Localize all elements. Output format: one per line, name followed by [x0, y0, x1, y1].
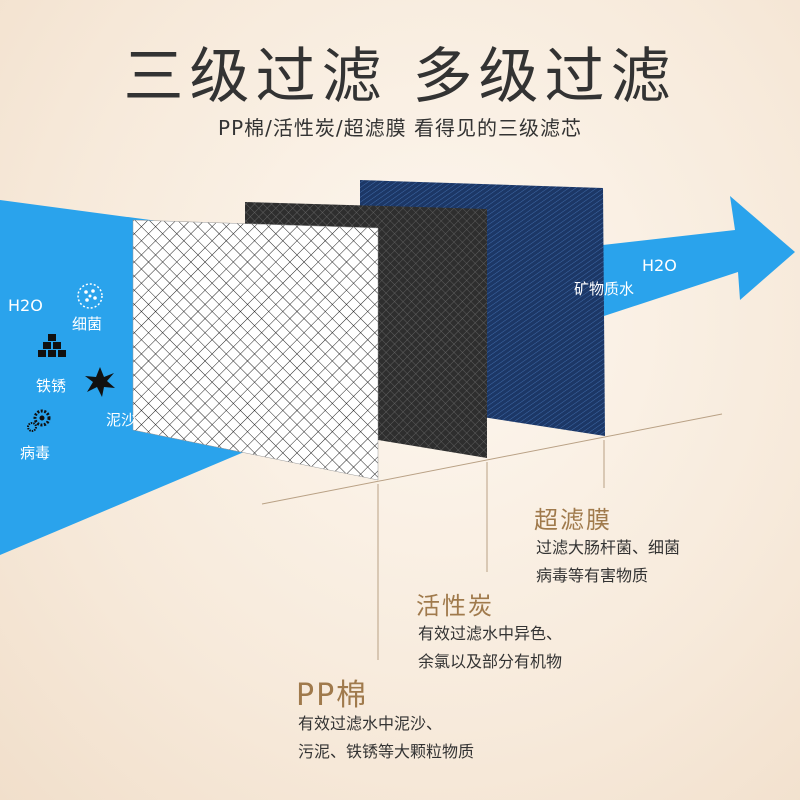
pp-desc-line2: 污泥、铁锈等大颗粒物质	[298, 742, 475, 761]
pp-desc-line1: 有效过滤水中泥沙、	[298, 714, 443, 733]
carbon-desc-line2: 余氯以及部分有机物	[418, 652, 563, 671]
pp-heading: PP棉	[296, 678, 369, 713]
rust-icon	[38, 334, 66, 357]
carbon-heading: 活性炭	[416, 592, 494, 620]
carbon-desc-line1: 有效过滤水中异色、	[418, 624, 563, 643]
outflow-h2o-label: H2O	[642, 256, 677, 275]
outflow-mineral-label: 矿物质水	[574, 280, 635, 298]
inflow-item-bacteria: 细菌	[72, 315, 103, 333]
pp-layer	[132, 219, 379, 481]
page-title: 三级过滤 多级过滤	[123, 42, 677, 112]
membrane-heading: 超滤膜	[534, 506, 612, 534]
inflow-item-rust: 铁锈	[36, 377, 67, 395]
bacteria-icon	[77, 283, 103, 309]
base-line	[261, 413, 723, 505]
page-subtitle: PP棉/活性炭/超滤膜 看得见的三级滤芯	[218, 116, 582, 140]
sand-icon	[85, 367, 115, 397]
virus-icon	[27, 409, 51, 432]
inflow-item-sand: 泥沙	[106, 411, 137, 429]
inflow-h2o-label: H2O	[8, 296, 43, 315]
inflow-item-virus: 病毒	[20, 444, 51, 462]
membrane-desc-line1: 过滤大肠杆菌、细菌	[536, 538, 681, 557]
membrane-desc-line2: 病毒等有害物质	[536, 566, 649, 585]
